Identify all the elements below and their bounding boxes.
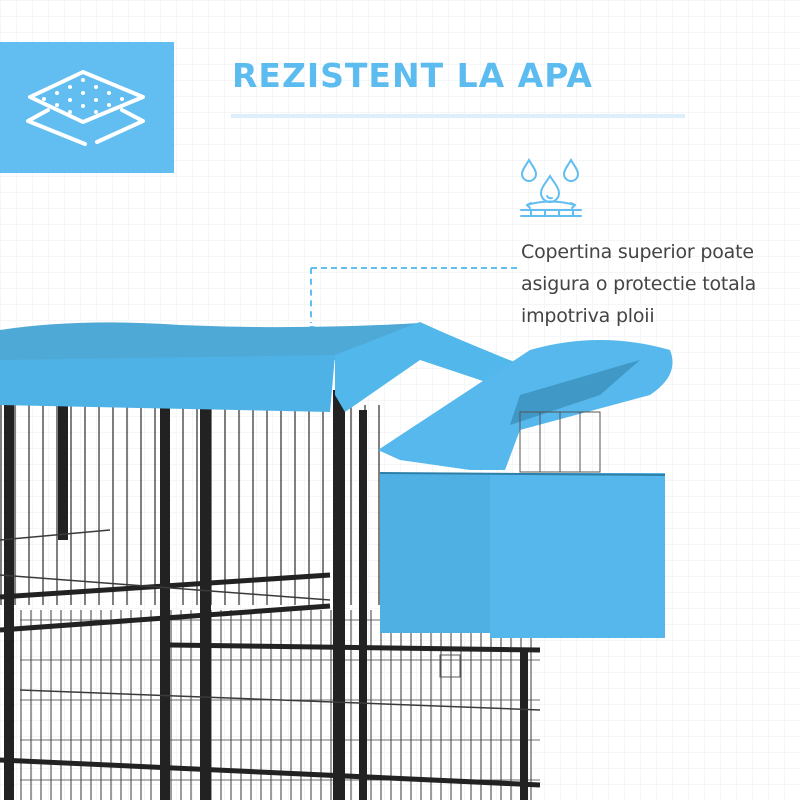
title-divider [231, 114, 685, 118]
description-line: Copertina superior poate [521, 241, 754, 263]
waterproof-layers-icon [26, 70, 145, 146]
callout-leader-line-vertical [310, 268, 312, 328]
product-image-cage [0, 322, 673, 800]
description-line: asigura o protectie totala [521, 273, 757, 295]
callout-leader-line [311, 267, 517, 269]
description-line: impotriva ploii [521, 305, 655, 327]
water-drops-repel-icon [520, 158, 582, 217]
feature-icon-box [0, 42, 174, 173]
page-title: REZISTENT LA APA [232, 56, 593, 95]
feature-description: Copertina superior poate asigura o prote… [521, 236, 791, 332]
